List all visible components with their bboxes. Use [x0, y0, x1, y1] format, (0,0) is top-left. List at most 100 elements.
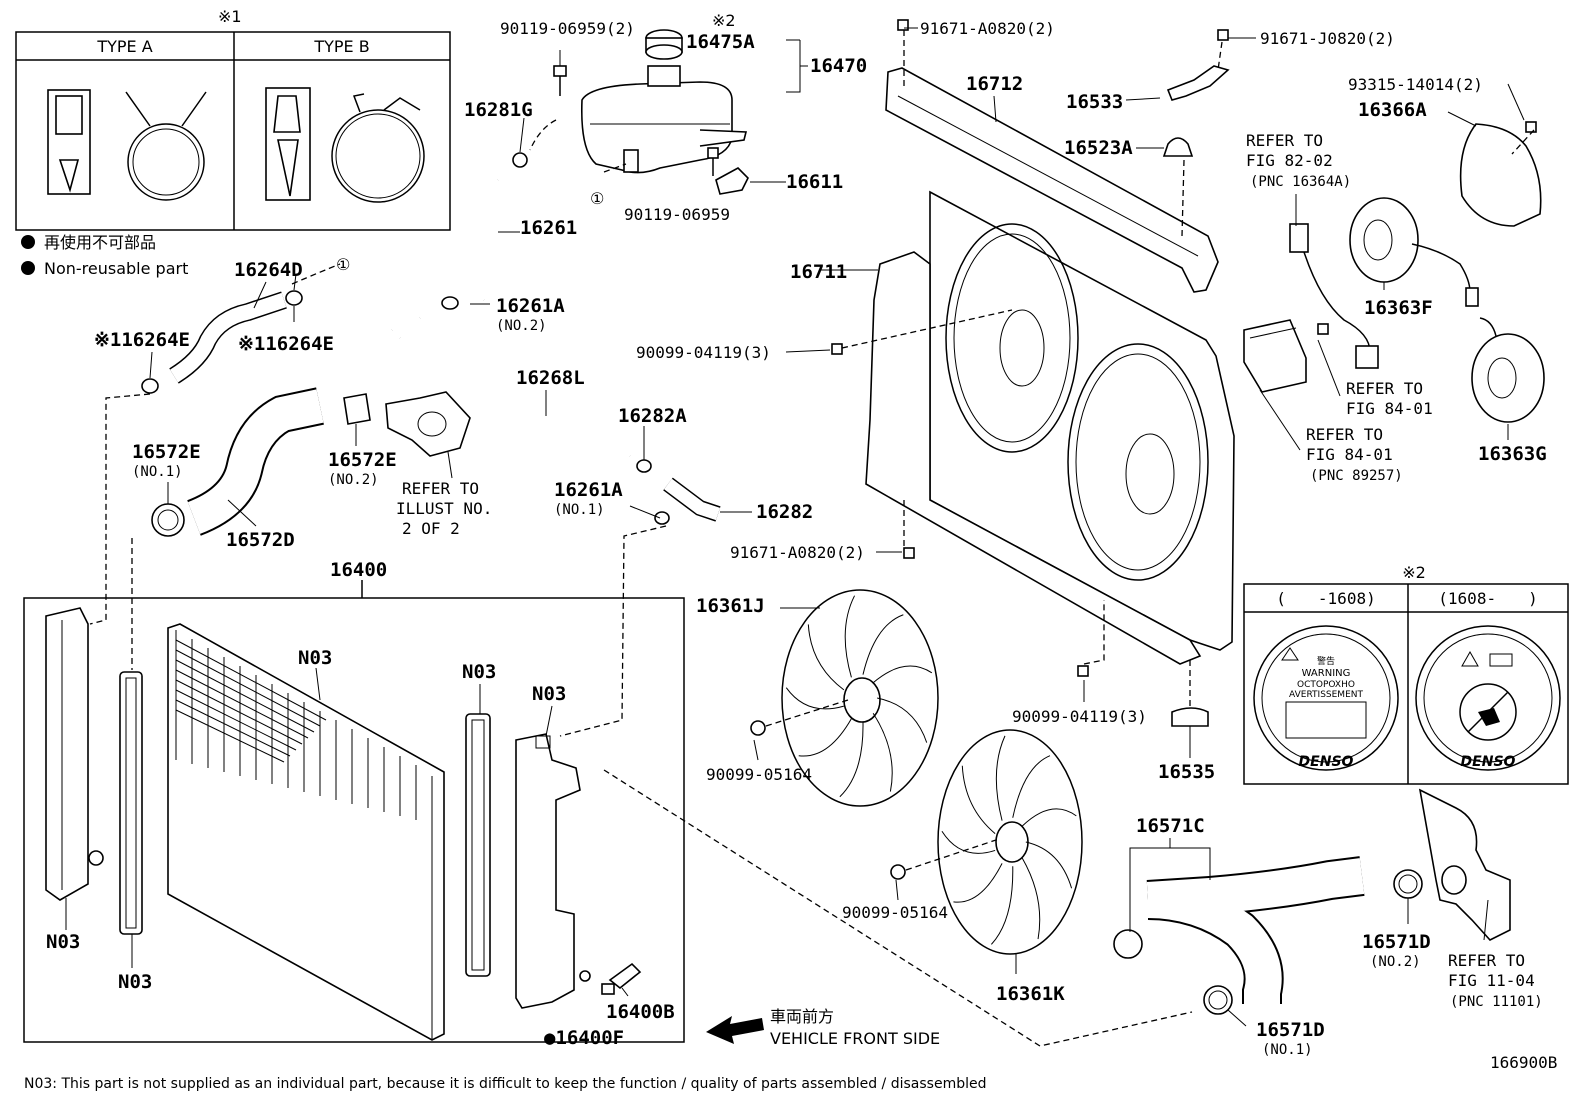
hose-16572D — [186, 387, 324, 536]
radiator-support-16712 — [885, 67, 1219, 293]
motor-cover-16366A — [1459, 123, 1542, 227]
label-16282: 16282 — [756, 501, 813, 523]
nonreusable-dot-icon-2 — [21, 261, 35, 275]
label-16711: 16711 — [790, 261, 847, 283]
fan-shroud-16711 — [865, 190, 1235, 665]
label-refer-84b-3: (PNC 89257) — [1310, 468, 1403, 484]
label-90119-06959: 90119-06959 — [624, 205, 730, 224]
label-16523A: 16523A — [1064, 137, 1133, 159]
fan-blade — [953, 863, 1003, 903]
label-90099-04119-3-right: 90099-04119(3) — [1012, 707, 1147, 726]
label-16261A-no2: 16261A — [496, 295, 565, 317]
label-91671-J0820-2: 91671-J0820(2) — [1260, 29, 1395, 48]
fan-controller-icon — [1243, 319, 1307, 393]
label-16572D: 16572D — [226, 529, 295, 551]
type-a-clip-side-icon — [47, 89, 91, 195]
radiator-core — [167, 623, 445, 1041]
reservoir-cap — [645, 29, 683, 60]
nonreusable-en: Non-reusable part — [44, 259, 188, 278]
bolt-icon-90119 — [553, 65, 567, 96]
bracket-16533-icon — [1166, 65, 1230, 101]
label-16400: 16400 — [330, 559, 387, 581]
label-16400F: ●16400F — [544, 1027, 624, 1049]
type-b-header: TYPE B — [313, 37, 369, 56]
clamp-16571C-icon — [1113, 929, 1143, 959]
fan-blade — [785, 687, 845, 710]
cap-col2-header: (1608- ) — [1438, 589, 1537, 608]
cap-brand-old: DENSO — [1299, 754, 1354, 770]
fan-blade — [1021, 808, 1077, 827]
dashed-lines — [89, 30, 1535, 1047]
label-16264E-right: ※116264E — [238, 333, 334, 355]
type-a-clip-ring-icon — [125, 91, 207, 201]
fan-16361J — [781, 589, 939, 807]
label-16572E-no2: 16572E — [328, 449, 397, 471]
cap-brand-new: DENSO — [1461, 754, 1516, 770]
clip-16261A-no2-icon — [441, 296, 459, 310]
label-16475A: 16475A — [686, 31, 755, 53]
fan-blade — [872, 713, 893, 792]
label-16712: 16712 — [966, 73, 1023, 95]
label-16571D-no2: 16571D — [1362, 931, 1431, 953]
label-16261: 16261 — [520, 217, 577, 239]
label-mark-2: ※2 — [712, 11, 736, 30]
label-refer-11-3: (PNC 11101) — [1450, 994, 1543, 1010]
fan-blade — [1025, 841, 1073, 889]
fan-blade — [995, 735, 1006, 821]
label-refer-82-3: (PNC 16364A) — [1250, 174, 1351, 190]
label-16268L: 16268L — [516, 367, 585, 389]
cushion-16535-icon — [1171, 707, 1209, 727]
vehicle-front-arrow-icon — [706, 1016, 764, 1044]
label-16282A: 16282A — [618, 405, 687, 427]
cushion-16523A-icon — [1162, 137, 1194, 157]
label-n03-gasket-right: N03 — [462, 661, 496, 683]
label-circle-1b: ① — [336, 255, 350, 274]
clip-16264E-icon — [141, 290, 303, 394]
type-b-clip-ring-icon — [331, 93, 425, 203]
label-90099-04119-3-left: 90099-04119(3) — [636, 343, 771, 362]
leader-lines — [65, 27, 1525, 1027]
cap-warning-ru: OCTOPOXHO — [1297, 680, 1355, 690]
engine-outlet-icon — [1418, 788, 1511, 941]
type-b-clip-side-icon — [265, 87, 311, 201]
label-n03-tank-left: N03 — [46, 931, 80, 953]
label-refer-11-1: REFER TO — [1448, 951, 1525, 970]
label-16363G: 16363G — [1478, 443, 1547, 465]
label-16264E-left: ※116264E — [94, 329, 190, 351]
fan-motor-16363G — [1471, 317, 1545, 423]
label-refer-82-2: FIG 82-02 — [1246, 151, 1333, 170]
label-16572E-no1: 16572E — [132, 441, 201, 463]
part-labels: 90119-06959(2) ※2 16475A 16470 16281G 16… — [24, 11, 1557, 1092]
label-no1-c: (NO.1) — [1262, 1042, 1313, 1058]
hose-16264D — [169, 291, 287, 384]
fan-blade — [877, 697, 928, 743]
label-refer-84a-1: REFER TO — [1346, 379, 1423, 398]
label-16533: 16533 — [1066, 91, 1123, 113]
label-refer-84a-2: FIG 84-01 — [1346, 399, 1433, 418]
label-93315-14014-2: 93315-14014(2) — [1348, 75, 1483, 94]
label-n03-gasket-left: N03 — [118, 971, 152, 993]
reservoir-tank — [580, 65, 748, 174]
fan-motor-16363F — [1349, 197, 1479, 307]
clip-16282A-icon — [636, 459, 652, 473]
label-no1-b: (NO.1) — [132, 464, 183, 480]
label-90099-05164-b: 90099-05164 — [842, 903, 948, 922]
legend-ref-mark-1: ※1 — [218, 7, 242, 26]
label-16281G: 16281G — [464, 99, 533, 121]
fan-blade — [872, 665, 933, 684]
label-16535: 16535 — [1158, 761, 1215, 783]
gasket-left — [119, 671, 143, 935]
fan-16361K — [937, 729, 1083, 955]
label-refer-84b-1: REFER TO — [1306, 425, 1383, 444]
label-front-jp: 車両前方 — [770, 1007, 834, 1026]
label-no2-a: (NO.2) — [496, 318, 547, 334]
water-inlet-icon — [385, 391, 471, 457]
label-16571C: 16571C — [1136, 815, 1205, 837]
fan-blade — [1021, 857, 1041, 940]
label-refer-illust-1: REFER TO — [402, 479, 479, 498]
drain-plug-16400B-icon — [601, 962, 642, 995]
legend-ref-mark-2: ※2 — [1402, 563, 1426, 582]
cap-warning-fr: AVERTISSEMENT — [1289, 690, 1363, 700]
clamp-16571D-no2-icon — [1393, 869, 1423, 899]
